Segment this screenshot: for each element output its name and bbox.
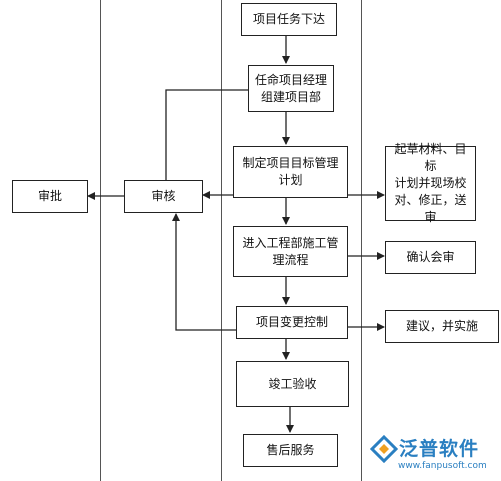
- node-draft-materials-line3: 对、修正，送审: [394, 193, 467, 224]
- fanpusoft-logo: 泛普软件 www.fanpusoft.com: [370, 432, 500, 478]
- node-change-control: 项目变更控制: [236, 306, 348, 339]
- node-approve-label: 审批: [37, 189, 62, 203]
- node-appoint-manager-line2: 组建项目部: [260, 89, 321, 104]
- node-completion-acceptance: 竣工验收: [236, 361, 349, 407]
- node-change-control-label: 项目变更控制: [255, 315, 328, 329]
- logo-name: 泛普软件: [399, 438, 480, 460]
- node-review-label: 审核: [151, 189, 176, 203]
- node-after-sales: 售后服务: [243, 434, 338, 467]
- node-enter-process-line2: 理流程: [272, 252, 309, 267]
- fanpusoft-logo-icon: [370, 435, 398, 463]
- node-draft-materials: 起草材料、目标 计划并现场校 对、修正，送审: [385, 142, 476, 224]
- node-appoint-manager-line1: 任命项目经理: [254, 72, 327, 87]
- lane-dividers: [100, 0, 362, 481]
- node-make-plan-line2: 计划: [278, 173, 303, 187]
- node-appoint-manager: 任命项目经理 组建项目部: [248, 65, 334, 112]
- node-make-plan-line1: 制定项目目标管理: [242, 156, 339, 170]
- arrows: [87, 36, 385, 433]
- arrow-change-to-review: [172, 213, 236, 331]
- node-make-plan: 制定项目目标管理 计划: [233, 146, 348, 198]
- node-completion-acceptance-label: 竣工验收: [268, 376, 317, 391]
- node-enter-process-line1: 进入工程部施工管: [242, 235, 339, 250]
- node-suggest-implement: 建议，并实施: [385, 310, 499, 343]
- node-task-assign-label: 项目任务下达: [252, 12, 325, 26]
- node-approve: 审批: [12, 180, 88, 213]
- line-review-to-appoint: [165, 89, 248, 180]
- node-draft-materials-line1: 起草材料、目标: [394, 142, 467, 173]
- node-confirm-review: 确认会审: [385, 241, 476, 274]
- node-after-sales-label: 售后服务: [266, 443, 315, 457]
- node-review: 审核: [124, 180, 203, 213]
- node-suggest-implement-label: 建议，并实施: [405, 319, 478, 333]
- logo-url: www.fanpusoft.com: [398, 461, 487, 471]
- node-enter-process: 进入工程部施工管 理流程: [233, 226, 348, 277]
- node-draft-materials-line2: 计划并现场校: [394, 176, 467, 190]
- node-task-assign: 项目任务下达: [241, 3, 337, 36]
- node-confirm-review-label: 确认会审: [406, 250, 455, 264]
